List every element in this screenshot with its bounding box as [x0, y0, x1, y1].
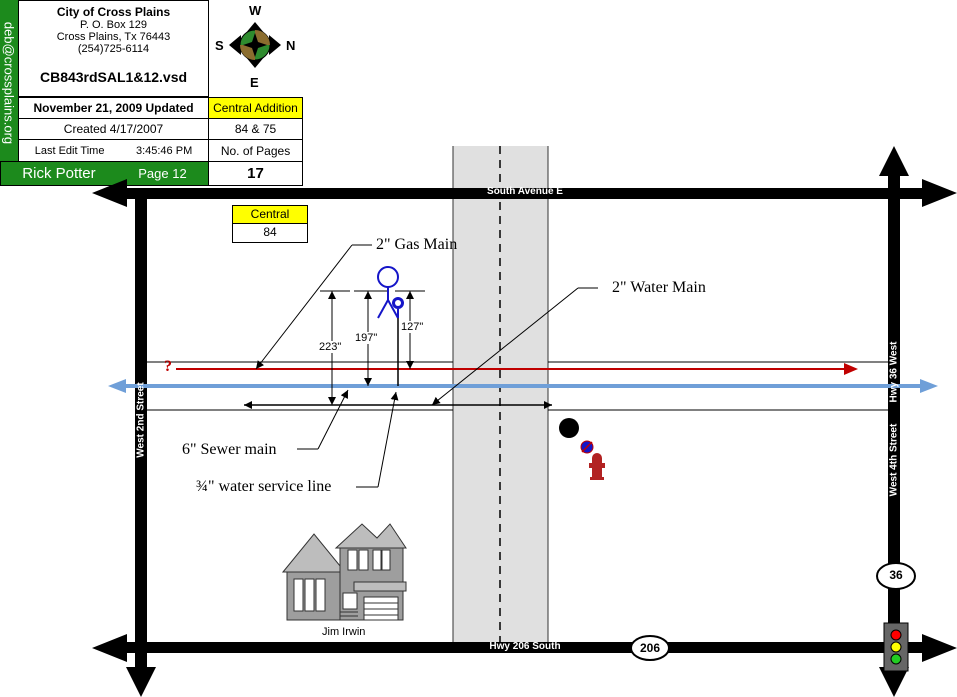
manhole-icon [559, 418, 579, 438]
shield-206-label: 206 [639, 641, 661, 655]
alley-band [453, 146, 548, 643]
shield-36-label: 36 [889, 568, 903, 582]
last-edit-cell: Last Edit Time 3:45:46 PM [18, 139, 209, 162]
valve-icon [580, 440, 594, 454]
house-icon [281, 523, 407, 621]
water-main-label: 2" Water Main [612, 279, 706, 296]
lots-cell: 84 & 75 [208, 118, 303, 140]
compass-n-label: N [286, 38, 296, 53]
po-box: P. O. Box 129 [79, 19, 148, 31]
email-strip: deb@crossplains.org [0, 0, 18, 165]
street-west-4th [879, 146, 909, 697]
compass-e-label: E [250, 75, 259, 90]
street-label-hwy-206: Hwy 206 South [489, 641, 561, 652]
dimension-127: 127" [401, 321, 424, 333]
phone: (254)725-6114 [77, 43, 150, 55]
street-label-west-2nd: West 2nd Street [135, 382, 147, 458]
pages-label-cell: No. of Pages [208, 139, 303, 162]
street-label-hwy-36: Hwy 36 West [888, 341, 900, 403]
last-edit-label: Last Edit Time [34, 144, 105, 157]
gas-main-label: 2" Gas Main [376, 236, 458, 253]
email-text: deb@crossplains.org [1, 21, 17, 144]
lot-box: Central 84 [232, 205, 308, 243]
dimension-197: 197" [355, 332, 378, 344]
unknown-marker: ? [164, 358, 172, 375]
stick-figure-icon [377, 266, 399, 319]
page-count-cell: 17 [208, 161, 303, 186]
city-state: Cross Plains, Tx 76443 [56, 31, 171, 43]
street-label-south-avenue-e: South Avenue E [487, 186, 563, 197]
water-meter-icon [392, 297, 404, 318]
last-edit-time: 3:45:46 PM [135, 144, 193, 157]
addition-cell: Central Addition [208, 97, 303, 119]
traffic-light-icon [883, 622, 909, 672]
compass-s-label: S [215, 38, 224, 53]
author-name: Rick Potter [22, 165, 96, 182]
lot-box-lots: 84 [232, 224, 308, 243]
sewer-main-label: 6" Sewer main [182, 441, 277, 458]
page-number: Page 12 [138, 166, 187, 181]
fire-hydrant-icon [589, 453, 605, 480]
street-label-west-4th: West 4th Street [888, 423, 900, 497]
leader-lines [255, 244, 598, 488]
gas-main-line [176, 363, 858, 375]
file-name: CB843rdSAL1&12.vsd [39, 69, 188, 85]
house-owner-label: Jim Irwin [322, 626, 366, 638]
compass-w-label: W [249, 3, 262, 18]
service-line-label: ¾" water service line [196, 478, 332, 495]
author-cell: Rick Potter Page 12 [0, 161, 209, 186]
updated-cell: November 21, 2009 Updated [18, 97, 209, 119]
water-main-line [108, 379, 938, 393]
dimension-223: 223" [319, 341, 342, 353]
created-cell: Created 4/17/2007 [18, 118, 209, 140]
org-info-cell: City of Cross Plains P. O. Box 129 Cross… [18, 0, 209, 97]
title-block: deb@crossplains.org City of Cross Plains… [0, 0, 303, 187]
org-name: City of Cross Plains [56, 5, 171, 19]
lot-box-title: Central [232, 205, 308, 224]
